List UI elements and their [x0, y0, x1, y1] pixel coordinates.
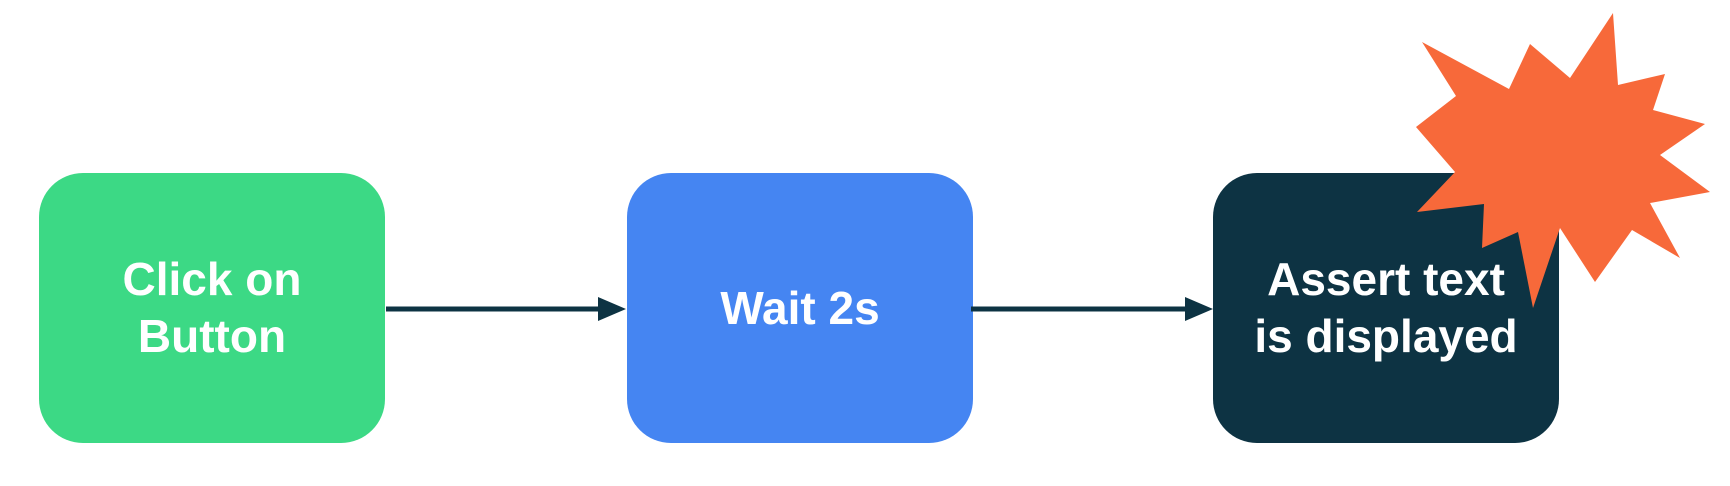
connector-arrowhead-icon [1185, 297, 1213, 321]
node-label-line: Click on [122, 253, 302, 305]
node-label-line: Wait 2s [720, 281, 880, 334]
node-assert-text-is-displayed: Assert text is displayed [1213, 173, 1559, 443]
node-label-line: Button [137, 310, 287, 362]
connector-arrow-1 [386, 297, 626, 321]
node-wait-2s: Wait 2s [627, 173, 973, 443]
connector-arrowhead-icon [598, 297, 626, 321]
connector-arrow-2 [971, 297, 1213, 321]
node-click-on-button: Click on Button [39, 173, 385, 443]
node-label-line: Assert text [1267, 253, 1505, 305]
node-label-line: is displayed [1254, 310, 1518, 362]
